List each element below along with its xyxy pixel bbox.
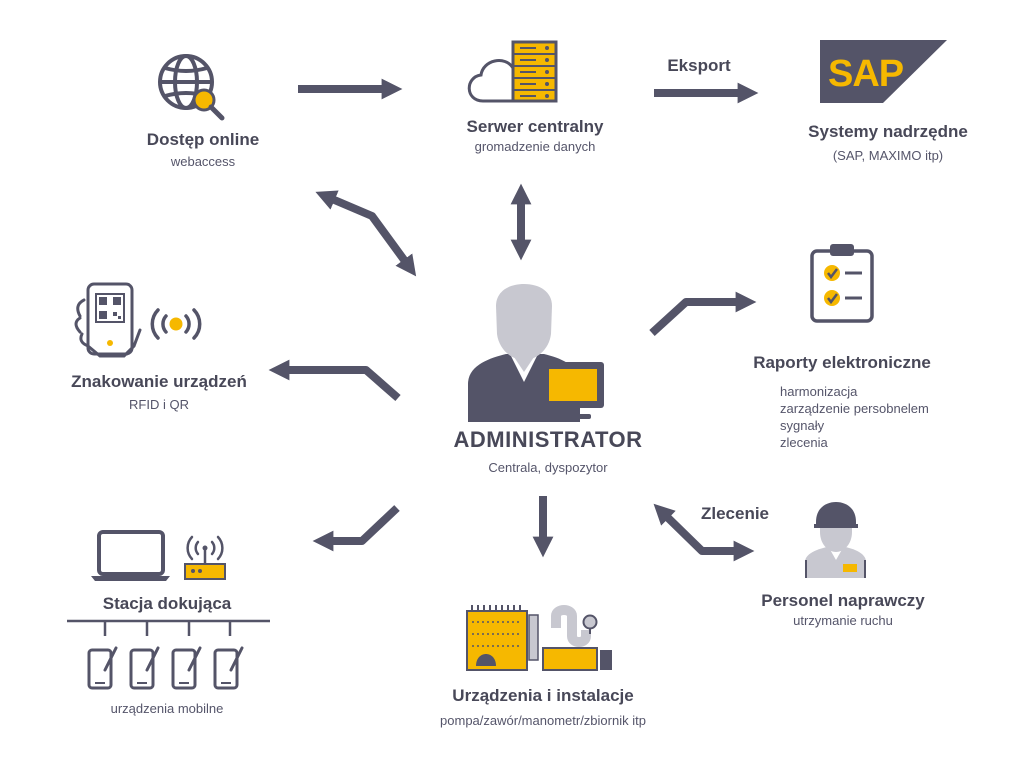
mobile-device-icon xyxy=(171,646,202,690)
admin-computer-icon xyxy=(468,284,604,422)
systems-title: Systemy nadrzędne xyxy=(808,122,968,141)
dock-bus-line xyxy=(67,619,270,636)
online-subtitle: webaccess xyxy=(170,154,236,169)
arrow-admin-to-reports xyxy=(649,291,757,336)
admin-subtitle: Centrala, dyspozytor xyxy=(488,460,608,475)
marking-subtitle: RFID i QR xyxy=(129,397,189,412)
export-label: Eksport xyxy=(667,56,731,75)
staff-title: Personel naprawczy xyxy=(761,591,925,610)
reports-item: harmonizacja xyxy=(780,384,858,399)
mobile-device-icon xyxy=(87,646,118,690)
globe-search-icon xyxy=(158,54,225,121)
admin-title: ADMINISTRATOR xyxy=(453,427,643,452)
phone-qr-rfid-icon xyxy=(74,282,202,358)
reports-title: Raporty elektroniczne xyxy=(753,353,931,372)
arrow-staff-admin xyxy=(653,503,755,562)
reports-item: zlecenia xyxy=(780,435,828,450)
mobile-device-icon xyxy=(213,646,244,690)
laptop-router-icon xyxy=(91,530,226,581)
mobile-device-icon xyxy=(129,646,160,690)
sap-logo: SAP xyxy=(820,40,947,103)
server-title: Serwer centralny xyxy=(466,117,604,136)
dock-title: Stacja dokująca xyxy=(102,594,232,613)
dock-subtitle: urządzenia mobilne xyxy=(110,701,224,716)
reports-item: sygnały xyxy=(780,418,825,433)
devices-title: Urządzenia i instalacje xyxy=(452,686,634,705)
online-title: Dostęp online xyxy=(146,130,260,149)
order-label: Zlecenie xyxy=(700,504,770,523)
reports-item: zarządzenie persobnelem xyxy=(780,401,929,416)
arrow-admin-to-marking xyxy=(268,359,401,402)
arrow-online-admin xyxy=(315,190,417,277)
arrow-admin-to-dock xyxy=(312,505,400,552)
pump-tank-icon xyxy=(466,605,612,671)
marking-title: Znakowanie urządzeń xyxy=(71,372,247,391)
clipboard-checklist-icon xyxy=(810,244,874,323)
server-subtitle: gromadzenie danych xyxy=(474,139,596,154)
staff-subtitle: utrzymanie ruchu xyxy=(793,613,893,628)
worker-helmet-icon xyxy=(805,502,866,578)
sap-logo-text: SAP xyxy=(828,53,904,95)
devices-subtitle: pompa/zawór/manometr/zbiornik itp xyxy=(440,713,646,728)
cloud-server-icon xyxy=(467,40,558,103)
reports-list: harmonizacja zarządzenie persobnelem syg… xyxy=(780,383,929,451)
systems-subtitle: (SAP, MAXIMO itp) xyxy=(832,148,944,163)
